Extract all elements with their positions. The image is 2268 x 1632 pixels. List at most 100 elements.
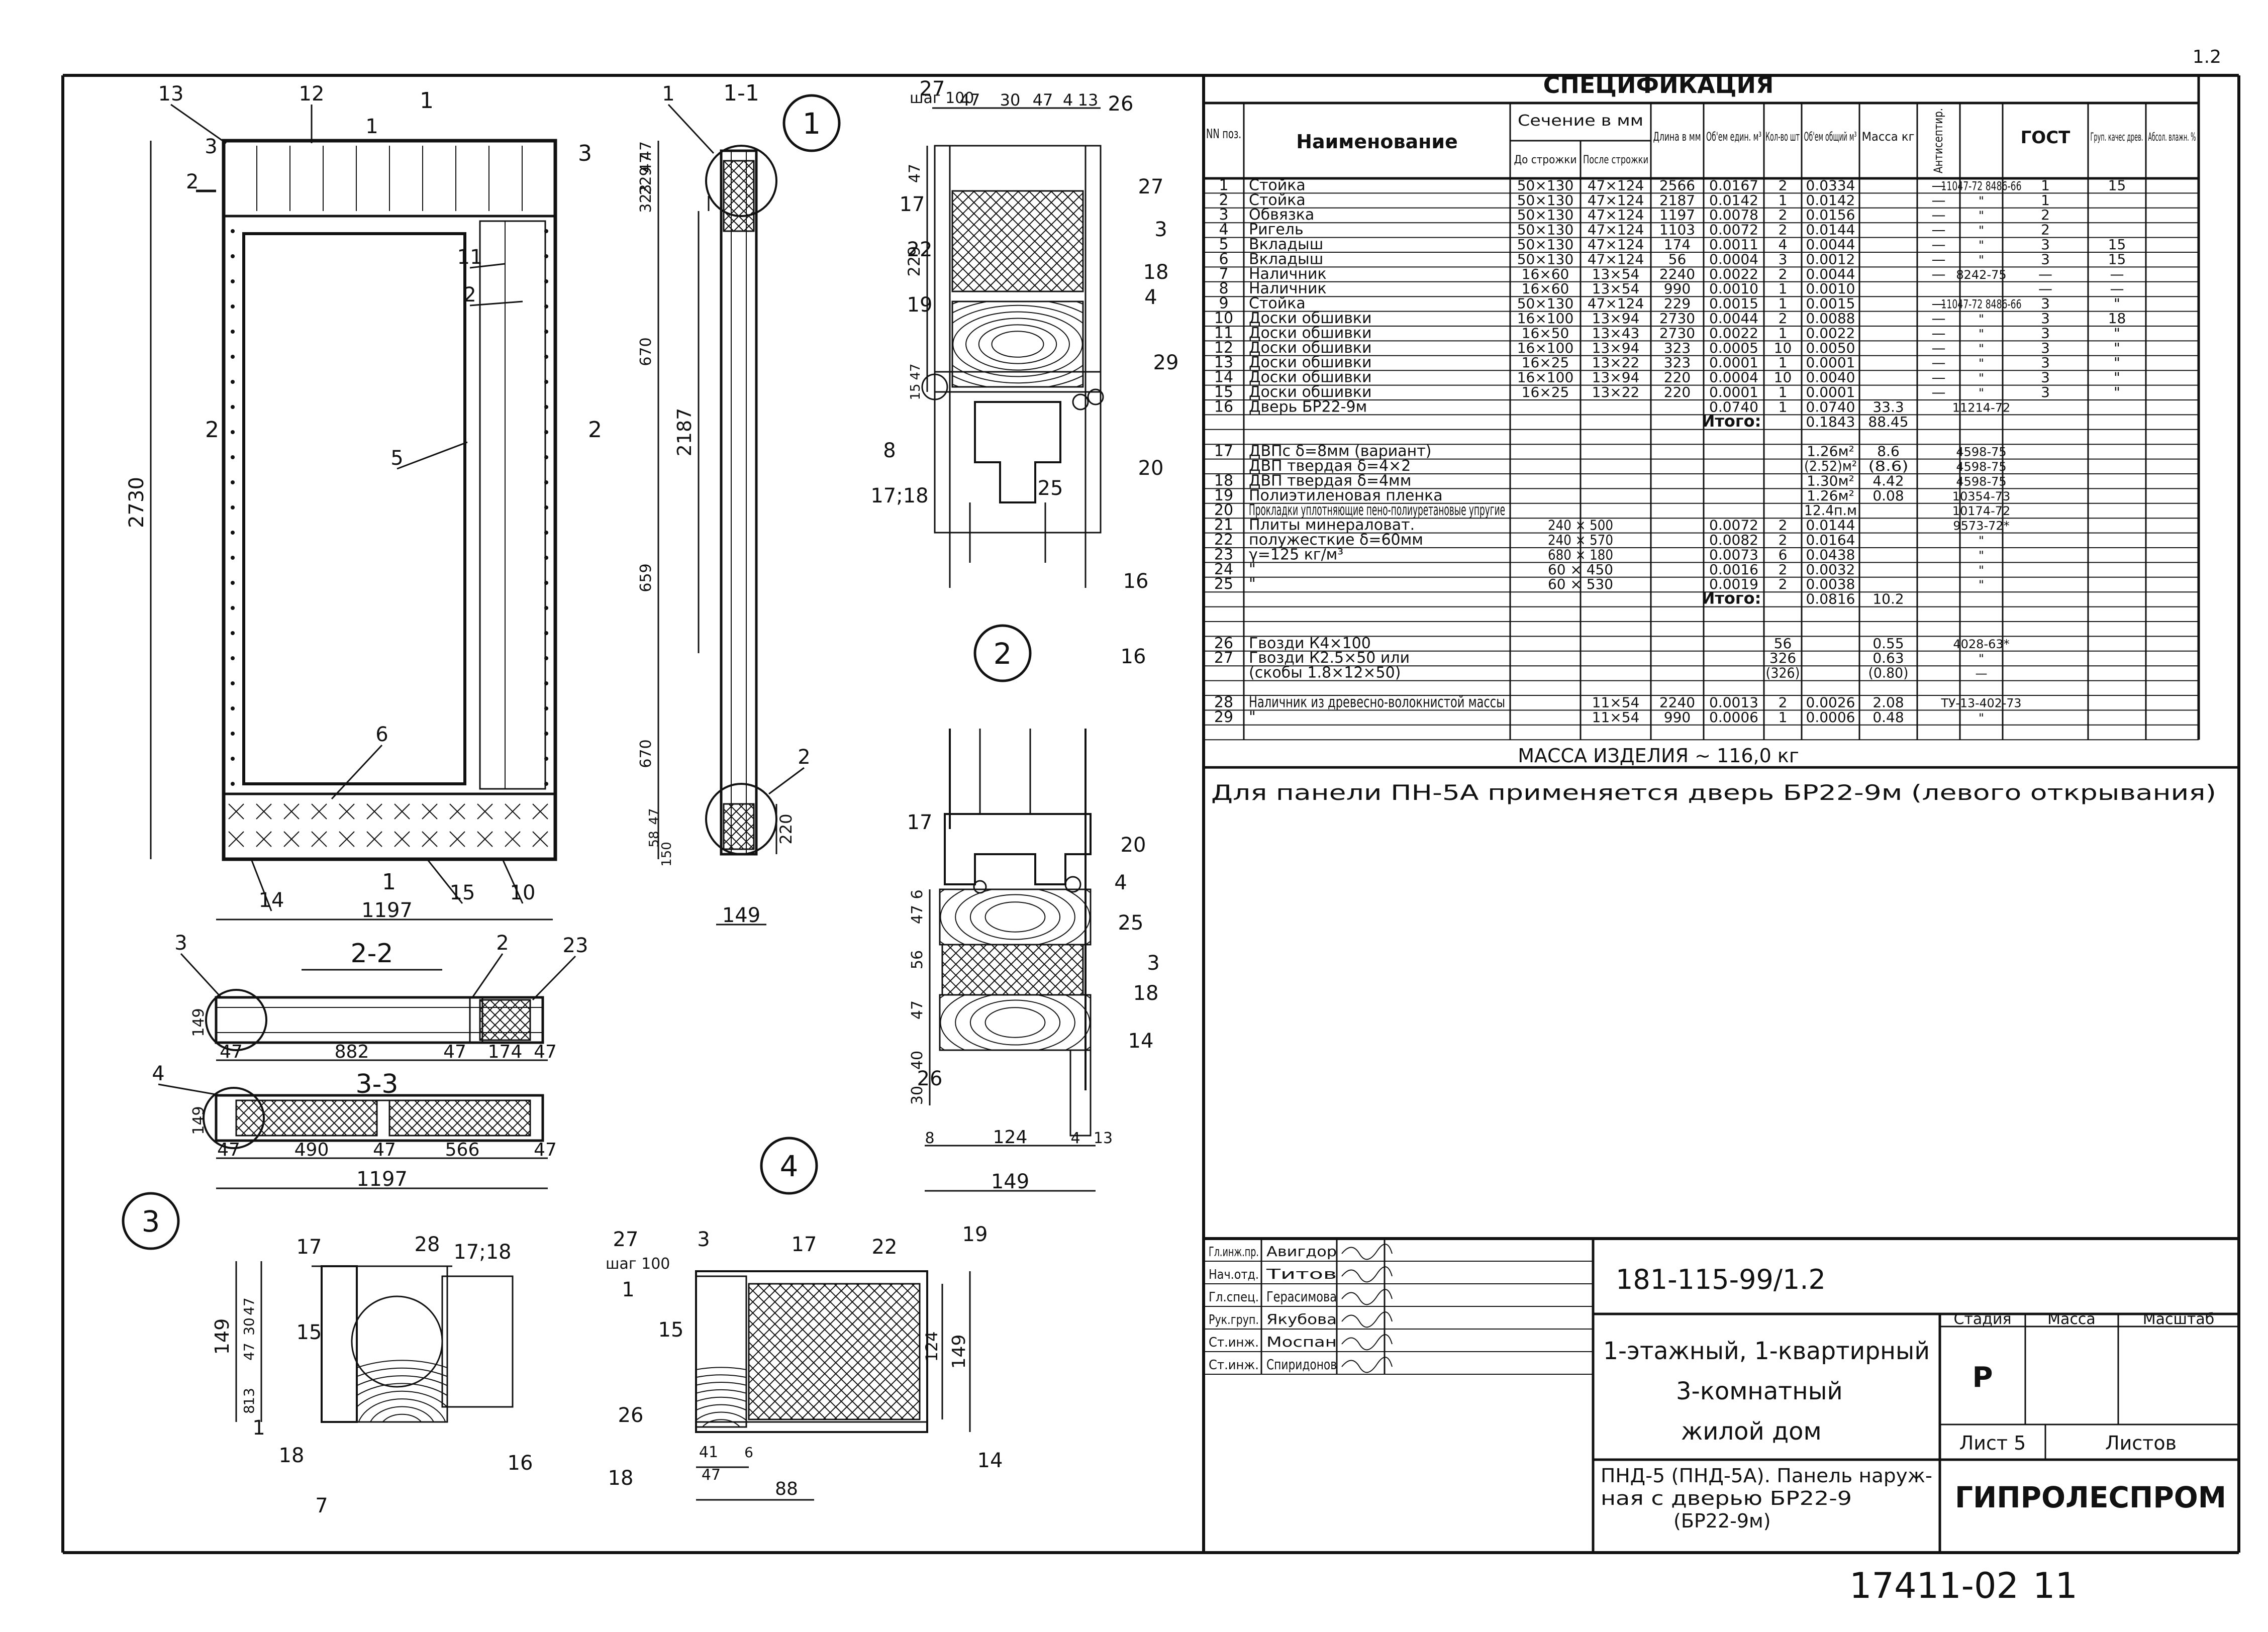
spec-header: Об'ем един. м³ [1706, 130, 1761, 144]
spec-cell-g: " [1979, 342, 1984, 356]
spec-cell-name: Стойка [1249, 295, 1306, 313]
signature [1341, 1266, 1393, 1283]
spec-cell-gr: 3 [2041, 251, 2050, 267]
spec-cell-after: 13×94 [1592, 310, 1640, 327]
callout-number: 14 [977, 1449, 1003, 1472]
signature [1341, 1289, 1393, 1305]
dim-text: 88 [775, 1479, 798, 1499]
doc-code: 181-115-99/1.2 [1616, 1264, 1826, 1295]
node-number: 1 [803, 107, 821, 141]
spec-cell-name: Стойка [1249, 191, 1306, 209]
spec-cell-before: 60 × 450 [1548, 561, 1613, 578]
spec-cell-len: 56 [1668, 251, 1687, 267]
spec-cell-m: 0.48 [1872, 709, 1904, 726]
callout-number: 3 [205, 135, 217, 158]
spec-cell-vt: 0.0012 [1806, 251, 1855, 267]
callout-number: 11 [457, 246, 483, 269]
spec-header: Наименование [1296, 131, 1458, 153]
dim-text: 30 [909, 1086, 926, 1105]
spec-cell-n: 14 [1214, 369, 1233, 386]
signature [1341, 1311, 1393, 1328]
spec-cell-before: 16×100 [1517, 340, 1574, 356]
dim-text: 1197 [356, 1168, 408, 1191]
spec-cell-vu: 0.0044 [1709, 310, 1758, 327]
callout-number: 26 [1108, 92, 1134, 116]
section-mark: 2 [186, 170, 199, 193]
dim-text: 149 [190, 1106, 208, 1135]
spec-cell-len: 2240 [1659, 694, 1695, 710]
dim-text: 13 [1078, 90, 1099, 110]
callout-number: 3 [174, 932, 187, 955]
spec-cell-name: ДВПс δ=8мм (вариант) [1249, 443, 1431, 460]
spec-cell-vu: 0.0006 [1709, 709, 1758, 726]
callout-number: 2 [496, 932, 509, 955]
spec-cell-gr: 3 [2041, 325, 2050, 341]
callout-number: 29 [1153, 351, 1179, 374]
spec-total-label: Итого: [1702, 589, 1761, 608]
spec-cell-n: 28 [1214, 693, 1233, 711]
dim-text: 670 [637, 739, 655, 768]
spec-cell-name: Доски обшивки [1249, 369, 1372, 386]
dim-text: 8 [925, 1130, 934, 1147]
spec-cell-q: 2 [1779, 561, 1788, 578]
spec-cell-vt: 0.0001 [1806, 354, 1855, 371]
dim-text: 323 [637, 184, 655, 213]
dim-text: 229 [905, 246, 924, 276]
staff-name: Титов [1265, 1266, 1337, 1282]
spec-cell-g: " [1979, 253, 1984, 267]
dim-text: 670 [637, 337, 655, 366]
spec-cell-n: 4 [1219, 221, 1228, 239]
spec-cell-w: 15 [2108, 177, 2126, 193]
archive-sheet-number: 11 [2033, 1565, 2078, 1606]
stage-label: Стадия [1953, 1310, 2011, 1328]
callout-number: 25 [1038, 477, 1063, 500]
spec-cell-m: 0.08 [1872, 487, 1904, 504]
dim-text: 220 [776, 813, 796, 844]
staff-name: Якубова [1266, 1311, 1337, 1328]
spec-cell-name: полужесткие δ=60мм [1249, 531, 1423, 549]
dim-text: 47 [637, 141, 655, 160]
spec-cell-before: 240 × 500 [1548, 517, 1613, 534]
spec-cell-n: 19 [1214, 487, 1233, 504]
spec-cell-vt: 0.0001 [1806, 384, 1855, 400]
spec-cell-before: 50×130 [1517, 251, 1574, 267]
mass-label: Масса [2047, 1310, 2096, 1328]
spec-cell-len: 990 [1664, 709, 1691, 726]
dim-text: 150 [659, 842, 674, 867]
spec-cell-n: 16 [1214, 398, 1233, 416]
spec-cell-vt: 0.0044 [1806, 236, 1855, 253]
section-mark: 1 [382, 869, 396, 895]
callout-number: 18 [1143, 261, 1169, 284]
spec-cell-before: 50×130 [1517, 295, 1574, 312]
spec-cell-vu: 0.0072 [1709, 222, 1758, 238]
spec-cell-g: 4598-75 [1956, 460, 2006, 474]
spec-cell-a: — [1932, 192, 1946, 209]
callout-number: 16 [1121, 645, 1146, 668]
spec-cell-vt: 0.0088 [1806, 310, 1855, 327]
organization: ГИПРОЛЕСПРОМ [1955, 1480, 2226, 1514]
staff-role: Нач.отд. [1209, 1267, 1259, 1282]
spec-cell-vt: 0.0334 [1806, 177, 1855, 193]
spec-cell-before: 16×100 [1517, 369, 1574, 386]
spec-cell-vu: 0.0010 [1709, 280, 1758, 297]
spec-cell-g: " [1979, 534, 1984, 548]
dim-text: 47 [909, 1000, 926, 1019]
callout-number: 22 [872, 1236, 898, 1259]
spec-cell-q: 2 [1779, 266, 1788, 282]
spec-header: Масса кг [1862, 130, 1915, 144]
spec-cell-after: 47×124 [1588, 251, 1644, 267]
project-name-line: жилой дом [1681, 1417, 1822, 1446]
callout-number: 22 [907, 238, 933, 261]
spec-cell-n: 1 [1219, 176, 1228, 194]
spec-cell-q: 10 [1774, 369, 1792, 386]
corner-mark: 1.2 [2193, 47, 2221, 67]
spec-cell-name: Наличник [1249, 265, 1327, 283]
dim-text: 13 [241, 1388, 257, 1406]
spec-cell-before: 50×130 [1517, 236, 1574, 253]
spec-cell-name: ДВП твердая δ=4×2 [1249, 457, 1411, 475]
spec-cell-w: " [2114, 369, 2120, 386]
callout-number: 23 [563, 934, 588, 957]
callout-number: 16 [508, 1452, 533, 1475]
dim-text: 149 [211, 1318, 233, 1355]
spec-cell-vt: 0.0010 [1806, 280, 1855, 297]
